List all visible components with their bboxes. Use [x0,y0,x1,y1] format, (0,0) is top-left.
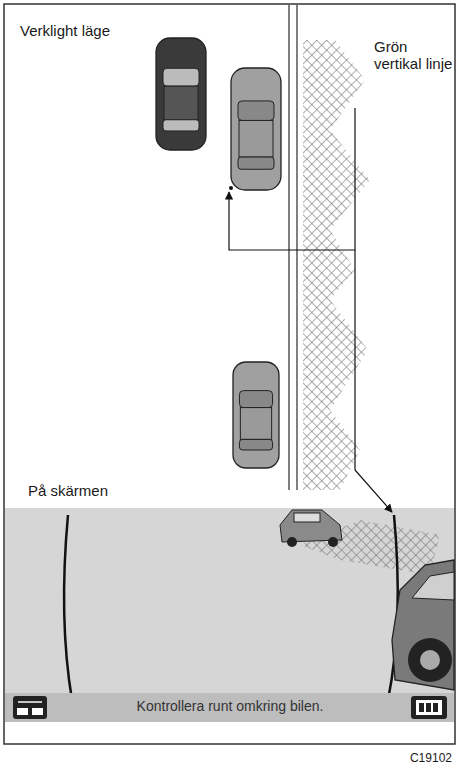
road-line [296,5,298,490]
car [156,38,206,150]
label-text: Verklight läge [20,22,110,39]
screen-panel [5,508,454,722]
guide-line [64,515,72,700]
road-line [288,5,290,490]
callout-label: Grön vertikal linje [374,38,454,73]
view-title: Verklight läge [20,22,160,39]
leader-line [355,250,392,512]
car [231,68,281,190]
label-text: Grön vertikal linje [374,38,452,72]
figure-frame [4,4,455,744]
view-icon [411,696,447,719]
figure-code: C19102 [380,752,452,766]
label-text: På skärmen [28,482,108,499]
view-title: På skärmen [28,482,168,499]
mode-icon [13,696,47,719]
hatched-zone [303,40,370,490]
label-text: Kontrollera runt omkring bilen. [137,698,324,714]
screen-message: Kontrollera runt omkring bilen. [55,698,405,714]
car [233,362,279,468]
screen-car [280,510,342,547]
message-bar [5,693,454,722]
label-text: C19102 [410,751,452,765]
reference-dot [229,186,233,190]
screen-car-near [392,560,454,690]
